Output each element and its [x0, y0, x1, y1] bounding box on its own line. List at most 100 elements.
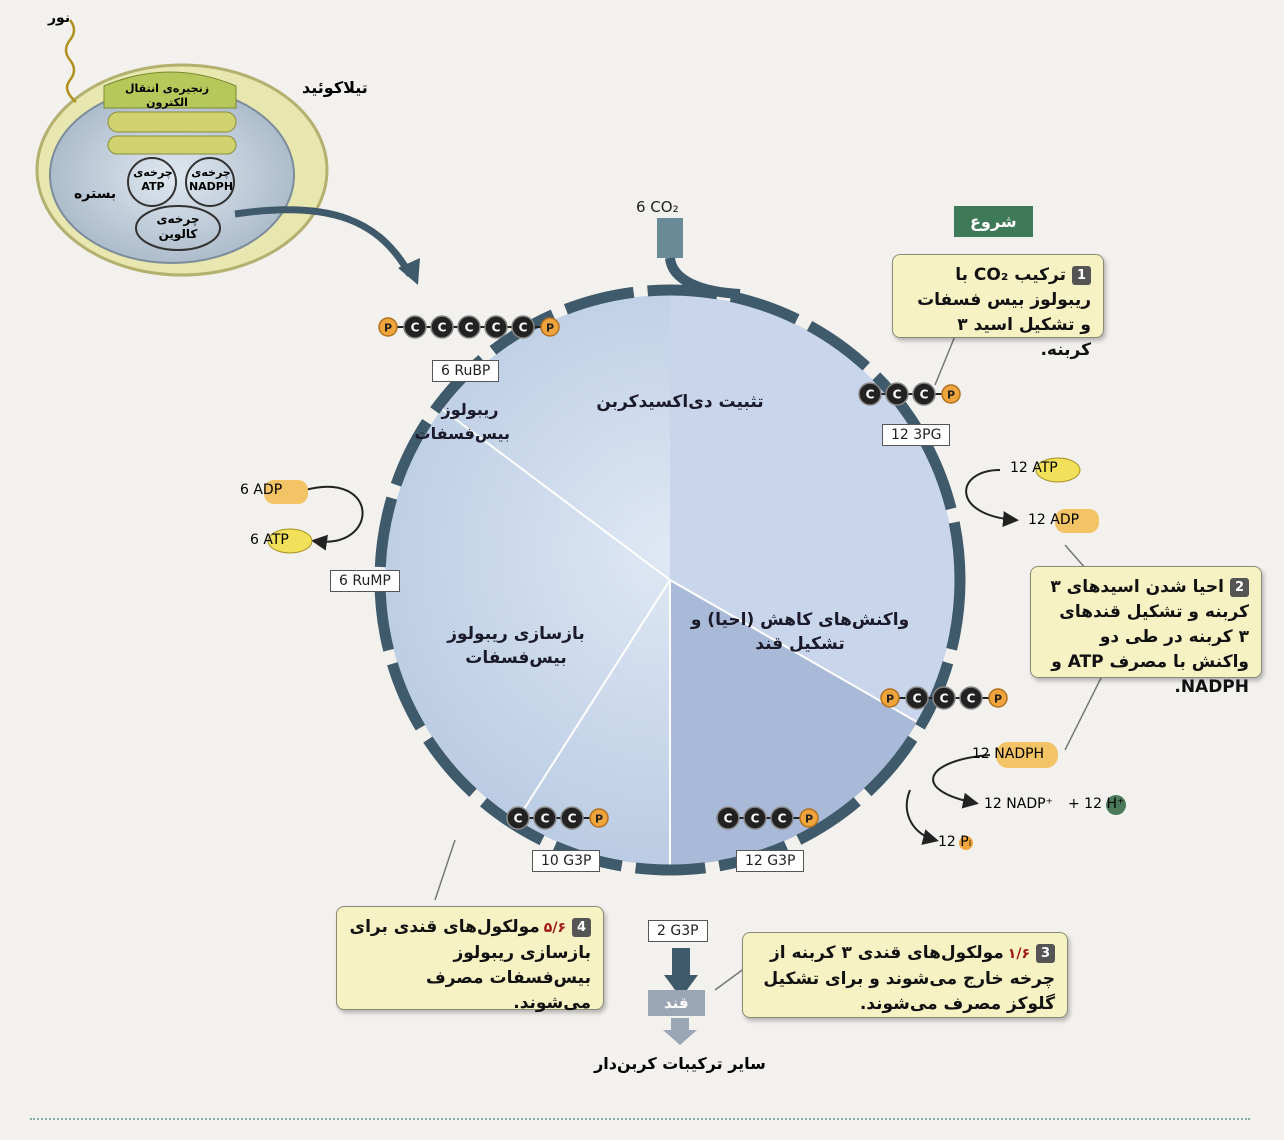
step3-text: مولکول‌های قندی ۳ کربنه از چرخه خارج می‌…	[763, 943, 1055, 1014]
carbon-letter: C	[967, 692, 976, 706]
nadph-to-nadp-arrow	[932, 754, 991, 809]
carbon-atom	[932, 686, 956, 710]
carbon-letter: C	[541, 812, 550, 826]
phosphate-group	[589, 808, 609, 828]
phosphate-group	[880, 688, 900, 708]
phosphate-letter: P	[384, 322, 392, 335]
carbon-atom	[511, 315, 535, 339]
pi-release-arrow	[905, 789, 939, 845]
phosphate-group	[799, 808, 819, 828]
step2-number: 2	[1230, 577, 1249, 597]
sugar-label: قند	[648, 990, 705, 1016]
carbon-atom	[912, 382, 936, 406]
rubp-label: 6 RuBP	[432, 360, 500, 382]
atp-cycle-label: چرخه‌ی ATP	[133, 166, 173, 193]
carbon-letter: C	[519, 321, 528, 335]
carbon-atom	[457, 315, 481, 339]
step2-text: احیا شدن اسیدهای ۳ کربنه و تشکیل قندهای …	[1050, 577, 1249, 697]
rump-label: 6 RuMP	[330, 570, 400, 592]
g3p12-label: 12 G3P	[736, 850, 805, 872]
calvin-label: چرخه‌ی کالوین	[156, 212, 200, 241]
thylakoid-label: تیلاکوئید	[302, 78, 368, 97]
carbon-letter: C	[893, 388, 902, 402]
co2-input-label: 6 CO₂	[636, 198, 679, 216]
carbon-atom	[716, 806, 740, 830]
step3-fraction: ۱/۶	[1007, 946, 1030, 962]
step1-box: 1ترکیب CO₂ با ریبولوز بیس فسفات و تشکیل …	[892, 254, 1104, 360]
carbon-letter: C	[492, 321, 501, 335]
nadph-cycle-label: چرخه‌ی NADPH	[188, 166, 234, 193]
carbon-letter: C	[411, 321, 420, 335]
phosphate-letter: P	[805, 813, 813, 826]
carbon-letter: C	[438, 321, 447, 335]
phosphate-group	[378, 317, 398, 337]
step3-number: 3	[1036, 943, 1055, 963]
carbon-atom	[885, 382, 909, 406]
electron-chain-label: زنجیره‌ی انتقال الکترون	[124, 82, 210, 109]
pi12-label: 12 Pᵢ	[938, 834, 972, 850]
start-badge: شروع	[954, 206, 1033, 237]
phosphate-group	[941, 384, 961, 404]
phosphate-letter: P	[886, 693, 894, 706]
light-label: نور	[48, 10, 71, 26]
carbon-atom	[560, 806, 584, 830]
step1-pointer	[934, 335, 956, 386]
carbon-atom	[858, 382, 882, 406]
step4-pointer	[434, 839, 456, 901]
pi-circle	[959, 836, 973, 850]
step1-number: 1	[1072, 265, 1091, 285]
step2-box: 2احیا شدن اسیدهای ۳ کربنه و تشکیل قندهای…	[1030, 566, 1262, 697]
g3p2-label: 2 G3P	[648, 920, 708, 942]
carbon-letter: C	[465, 321, 474, 335]
carbon-letter: C	[514, 812, 523, 826]
rubp-name-label: ریبولوز بیس‌فسفات	[414, 400, 510, 443]
adp12-tag	[1055, 509, 1099, 533]
carbon-atom	[959, 686, 983, 710]
step4-fraction: ۵/۶	[543, 920, 566, 936]
phosphate-letter: P	[947, 389, 955, 402]
step3-pointer	[714, 967, 746, 991]
carbon-atom	[743, 806, 767, 830]
nadp12-label: 12 NADP⁺	[984, 796, 1053, 812]
h-plus-label: + 12 H⁺	[1068, 796, 1125, 812]
nadph12-tag	[996, 742, 1058, 768]
bottom-divider	[30, 1118, 1250, 1120]
phosphate-group	[540, 317, 560, 337]
phosphate-group	[988, 688, 1008, 708]
carbon-letter: C	[778, 812, 787, 826]
adp6-tag	[264, 480, 308, 504]
regeneration-sector-title: بازسازی ریبولوز بیس‌فسفات	[447, 624, 585, 668]
step3-box: 3 ۱/۶مولکول‌های قندی ۳ کربنه از چرخه خارج…	[742, 932, 1068, 1018]
carbon-atom	[506, 806, 530, 830]
step4-text: مولکول‌های قندی برای بازسازی ریبولوز بیس…	[349, 917, 592, 1013]
reduction-sector-title: واکنش‌های کاهش (احیا) و تشکیل قند	[690, 610, 910, 654]
atp12-tag	[1035, 457, 1081, 483]
atp-to-adp-arrow	[965, 469, 1019, 528]
carbon-letter: C	[940, 692, 949, 706]
carbon-letter: C	[913, 692, 922, 706]
other-compounds-label: سایر ترکیبات کربن‌دار	[594, 1054, 766, 1073]
adp12-label: 12 ADP	[1028, 512, 1080, 528]
chloroplast	[35, 19, 420, 285]
carbon-atom	[484, 315, 508, 339]
carbon-letter: C	[920, 388, 929, 402]
carbon-letter: C	[866, 388, 875, 402]
carbon-letter: C	[751, 812, 760, 826]
step1-text: ترکیب CO₂ با ریبولوز بیس فسفات و تشکیل ا…	[917, 265, 1091, 360]
phosphate-letter: P	[994, 693, 1002, 706]
atp6-label: 6 ATP	[250, 532, 289, 548]
step4-box: 4 ۵/۶مولکول‌های قندی برای بازسازی ریبولوز…	[336, 906, 604, 1013]
step4-number: 4	[572, 917, 591, 937]
atp12-label: 12 ATP	[1010, 460, 1058, 476]
carbon-atom	[430, 315, 454, 339]
sugar-outflow-arrow	[663, 948, 698, 1045]
adp6-label: 6 ADP	[240, 482, 283, 498]
carbon-letter: C	[724, 812, 733, 826]
stroma-label: بستره	[74, 186, 117, 202]
